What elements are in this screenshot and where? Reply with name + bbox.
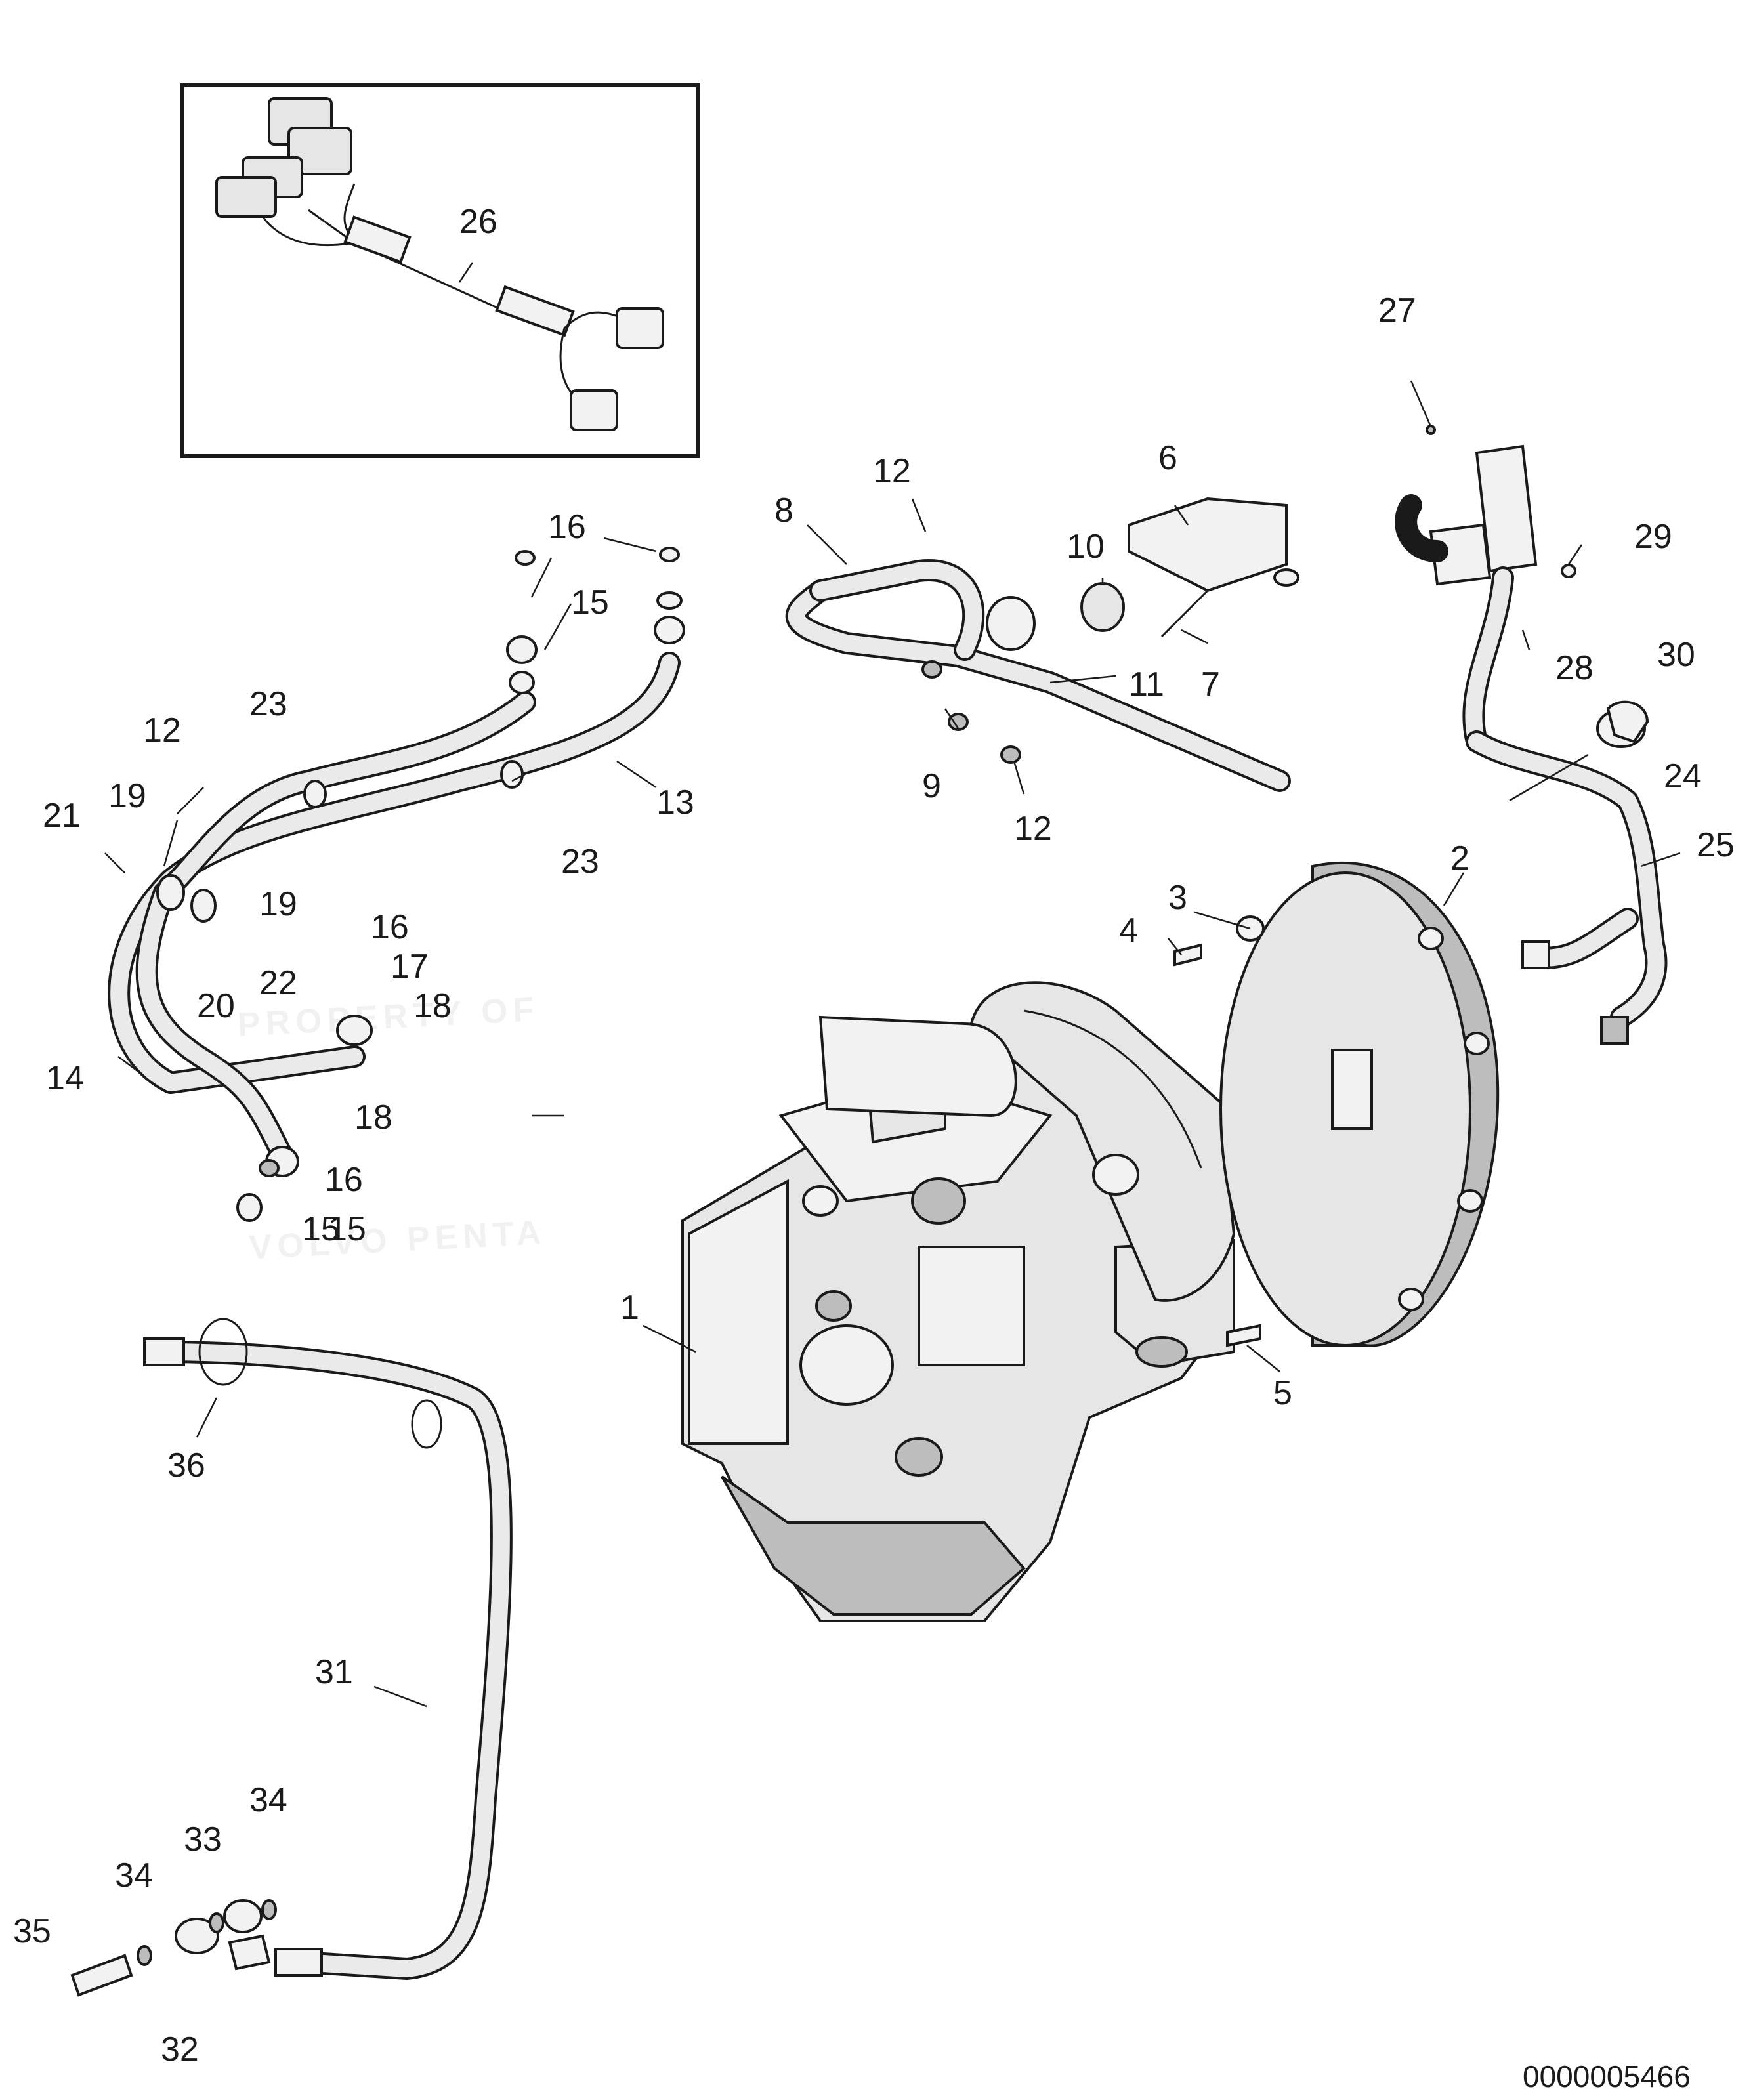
gearbox-assembly bbox=[681, 981, 1236, 1622]
callout-1: 1 bbox=[620, 1289, 639, 1327]
callout-16-b: 16 bbox=[371, 908, 409, 946]
callout-5: 5 bbox=[1273, 1374, 1292, 1412]
callout-23-a: 23 bbox=[249, 685, 287, 723]
connector-icon bbox=[287, 127, 352, 175]
callout-12-top: 12 bbox=[873, 452, 911, 490]
connector-icon bbox=[215, 176, 277, 218]
callout-36: 36 bbox=[167, 1446, 205, 1484]
callout-9: 9 bbox=[922, 767, 941, 805]
callout-27: 27 bbox=[1378, 291, 1416, 329]
bolt-icon bbox=[1173, 943, 1202, 967]
document-id: 0000005466 bbox=[1523, 2059, 1691, 2093]
bolt-icon bbox=[1226, 1324, 1261, 1347]
callout-24: 24 bbox=[1664, 757, 1702, 795]
callout-34-a: 34 bbox=[249, 1781, 287, 1819]
callout-labels: 1 2 3 4 5 6 7 8 9 10 11 12 12 12 13 14 1… bbox=[13, 203, 1735, 2068]
callout-18-b: 18 bbox=[354, 1099, 392, 1137]
callout-16-c: 16 bbox=[325, 1161, 363, 1199]
callout-10: 10 bbox=[1067, 528, 1105, 566]
callout-6: 6 bbox=[1158, 439, 1177, 477]
connector-icon bbox=[570, 389, 618, 431]
callout-20: 20 bbox=[197, 987, 235, 1025]
callout-15-a: 15 bbox=[571, 583, 609, 621]
callout-32: 32 bbox=[161, 2030, 199, 2068]
flywheel-plate bbox=[1219, 861, 1500, 1347]
callout-12-bottom: 12 bbox=[1014, 810, 1052, 848]
connector-icon bbox=[616, 307, 664, 349]
callout-21: 21 bbox=[43, 797, 81, 835]
watermark-line-2: VOLVO PENTA bbox=[248, 1213, 547, 1267]
callout-7: 7 bbox=[1201, 665, 1220, 704]
callout-22: 22 bbox=[259, 964, 297, 1002]
callout-28: 28 bbox=[1555, 649, 1594, 687]
watermark: PROPERTY OF VOLVO PENTA bbox=[236, 990, 547, 1267]
callout-11: 11 bbox=[1129, 665, 1164, 704]
callout-30: 30 bbox=[1657, 636, 1695, 674]
callout-16-a: 16 bbox=[548, 508, 586, 546]
callout-31: 31 bbox=[315, 1653, 353, 1691]
callout-26: 26 bbox=[459, 203, 497, 241]
callout-29: 29 bbox=[1634, 518, 1672, 556]
inset-harness-26 bbox=[180, 83, 700, 458]
callout-14: 14 bbox=[46, 1059, 84, 1097]
leader-lines bbox=[104, 262, 1681, 1708]
callout-35: 35 bbox=[13, 1912, 51, 1950]
oil-cooler-pipe bbox=[785, 497, 1299, 792]
callout-25: 25 bbox=[1697, 826, 1735, 864]
hose-31 bbox=[70, 1318, 513, 1997]
callout-3: 3 bbox=[1168, 879, 1187, 917]
callout-8: 8 bbox=[774, 492, 793, 530]
oil-hoses-13-14 bbox=[108, 547, 685, 1222]
callout-2: 2 bbox=[1450, 839, 1469, 877]
callout-19-b: 19 bbox=[259, 885, 297, 923]
screw-icon bbox=[1426, 425, 1436, 435]
callout-15-c: 15 bbox=[328, 1210, 366, 1248]
callout-12-left: 12 bbox=[143, 711, 181, 749]
inset-frame bbox=[180, 83, 700, 458]
callout-33: 33 bbox=[184, 1820, 222, 1858]
callout-19-a: 19 bbox=[108, 777, 146, 815]
clamp-icon bbox=[1606, 700, 1649, 744]
callout-23-b: 23 bbox=[561, 843, 599, 881]
screw-icon bbox=[1561, 564, 1576, 578]
callout-13: 13 bbox=[656, 784, 694, 822]
callout-4: 4 bbox=[1119, 912, 1138, 950]
callout-15-b: 15 bbox=[302, 1210, 340, 1248]
callout-18-a: 18 bbox=[413, 987, 452, 1025]
callout-17: 17 bbox=[391, 948, 429, 986]
callout-34-b: 34 bbox=[115, 1857, 153, 1895]
harness-24-25 bbox=[1395, 444, 1668, 1045]
